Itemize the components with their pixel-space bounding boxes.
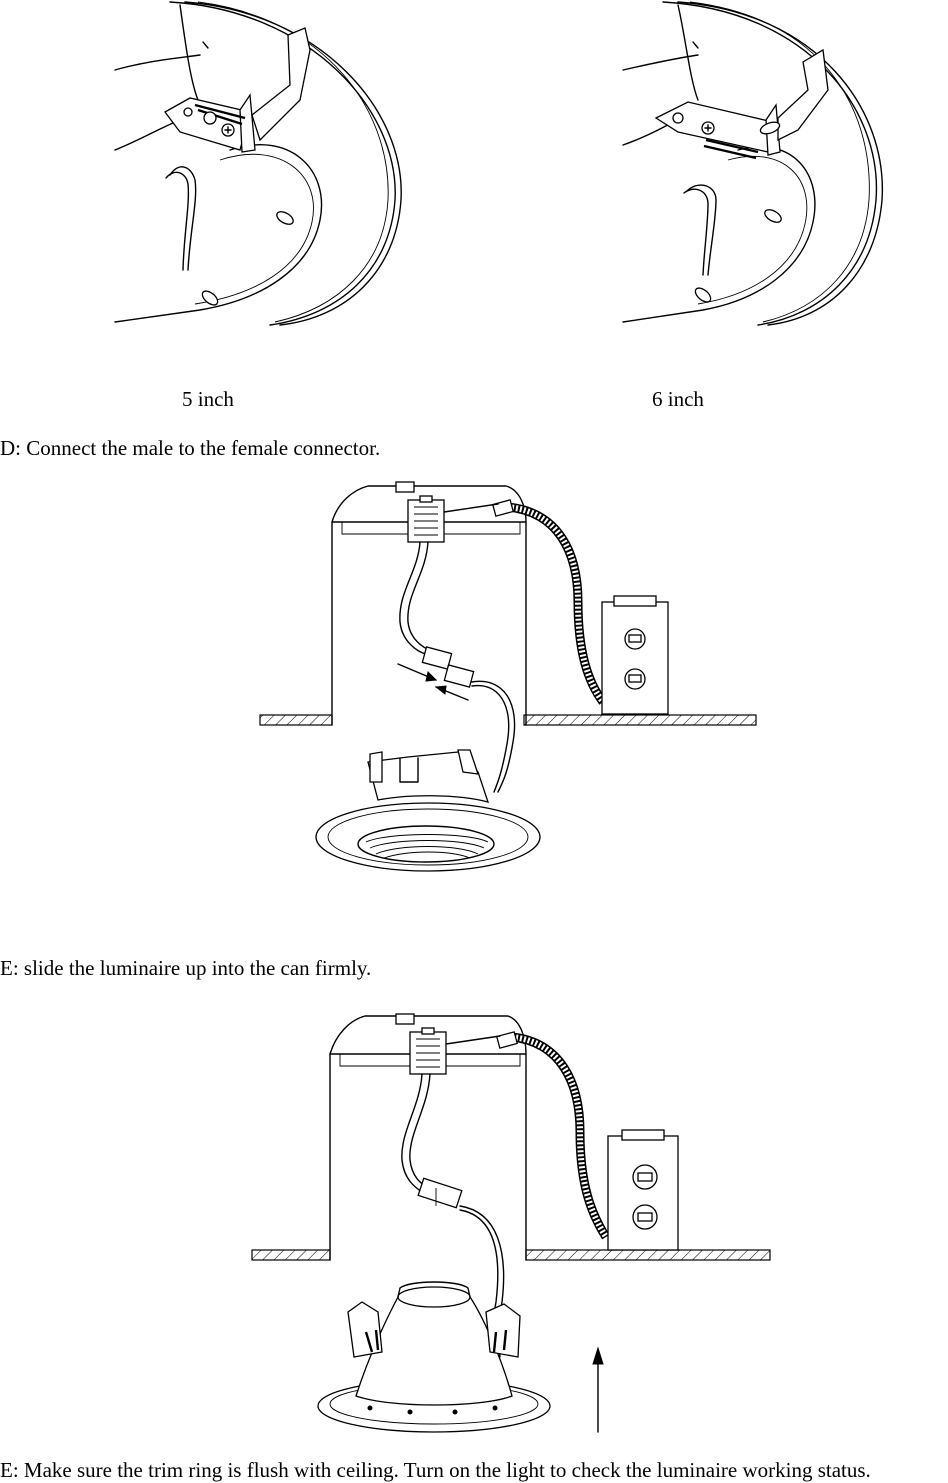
caption-6-inch: 6 inch	[652, 387, 704, 411]
ceiling-left	[259, 714, 333, 726]
step-d-instruction: D: Connect the male to the female connec…	[0, 436, 381, 460]
step-e-slide-instruction: E: slide the luminaire up into the can f…	[0, 956, 372, 980]
ceiling-left-e	[251, 1249, 331, 1261]
bracket-illustration-6-inch	[622, 1, 884, 326]
step-e-flush-instruction: E: Make sure the trim ring is flush with…	[0, 1458, 871, 1482]
ceiling-right	[523, 714, 757, 726]
bracket-illustration-5-inch	[114, 1, 402, 326]
connector-illustration	[259, 481, 757, 872]
install-illustration	[251, 1013, 771, 1433]
ceiling-right-e	[525, 1249, 771, 1261]
caption-5-inch: 5 inch	[182, 387, 234, 411]
